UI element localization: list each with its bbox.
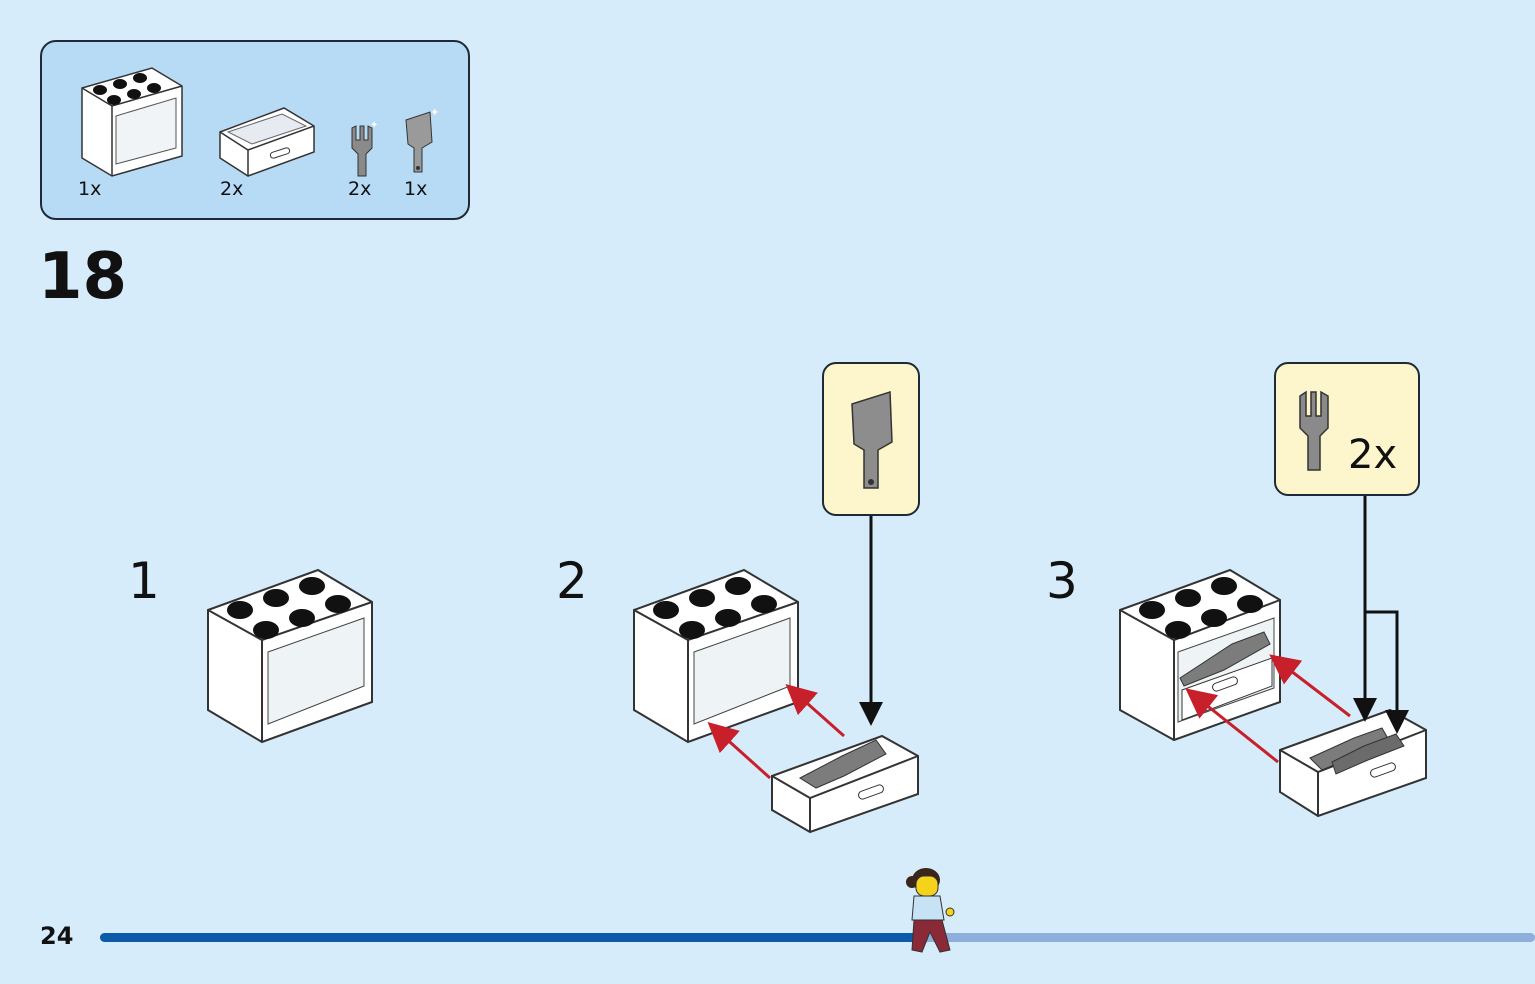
- progress-bar: [100, 933, 1535, 942]
- cabinet-brick-icon: [81, 67, 183, 177]
- sub-step-number: 1: [128, 552, 160, 610]
- qty-label: 2x: [220, 178, 244, 200]
- fork-icon: [1299, 390, 1329, 471]
- sub-step-number: 2: [556, 552, 588, 610]
- qty-label: 2x: [348, 178, 372, 200]
- progress-fill: [100, 933, 918, 942]
- svg-text:✦: ✦: [430, 106, 439, 119]
- parts-list-box: 1x 2x ✦ 2x ✦ 1x: [40, 40, 470, 220]
- drawer-icon: [219, 107, 315, 177]
- callout-box: 2x: [1274, 362, 1420, 496]
- svg-text:✦: ✦: [370, 120, 378, 131]
- cleaver-icon: ✦: [405, 106, 439, 173]
- qty-label: 1x: [78, 178, 102, 200]
- cleaver-icon: [851, 390, 893, 489]
- cabinet-drawer-assembly: [1119, 568, 1427, 818]
- cabinet-assembly: [207, 568, 373, 744]
- cabinet-drawer-assembly: [633, 568, 919, 834]
- step-number: 18: [38, 240, 128, 314]
- qty-label: 1x: [404, 178, 428, 200]
- callout-qty: 2x: [1348, 432, 1398, 478]
- minifigure-progress-icon: [906, 868, 955, 953]
- page-number: 24: [40, 922, 74, 950]
- callout-box: [822, 362, 920, 516]
- sub-step-number: 3: [1046, 552, 1078, 610]
- fork-icon: ✦: [351, 120, 378, 177]
